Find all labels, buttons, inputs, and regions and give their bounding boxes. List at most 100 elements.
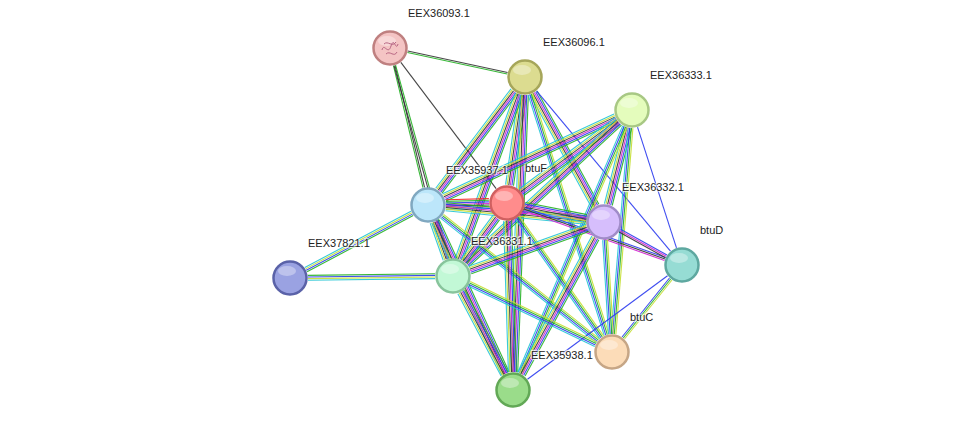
evidence-line bbox=[393, 66, 423, 188]
node-disc bbox=[491, 187, 524, 220]
evidence-line bbox=[523, 123, 619, 195]
interaction-edge bbox=[518, 236, 599, 376]
interaction-edge bbox=[619, 229, 667, 257]
gloss-highlight bbox=[620, 98, 638, 108]
interaction-edge bbox=[407, 51, 507, 74]
evidence-line bbox=[511, 95, 522, 372]
evidence-line bbox=[470, 227, 587, 269]
evidence-line bbox=[471, 232, 588, 274]
interaction-edge bbox=[458, 290, 508, 376]
evidence-line bbox=[470, 283, 597, 343]
gloss-highlight bbox=[501, 378, 519, 388]
node-disc bbox=[497, 374, 530, 407]
evidence-line bbox=[525, 240, 599, 376]
evidence-line bbox=[622, 278, 669, 337]
evidence-line bbox=[620, 231, 666, 257]
node-label: btuD bbox=[700, 224, 723, 236]
protein-circle bbox=[372, 30, 408, 66]
node-label: EEX36093.1 bbox=[408, 7, 470, 19]
protein-circle bbox=[614, 92, 650, 128]
evidence-line bbox=[446, 199, 489, 200]
evidence-line bbox=[510, 95, 521, 372]
gloss-highlight bbox=[416, 193, 434, 203]
evidence-line bbox=[408, 51, 508, 72]
evidence-line bbox=[462, 292, 505, 374]
evidence-line bbox=[438, 91, 513, 190]
evidence-line bbox=[437, 90, 512, 189]
protein-node: btuD bbox=[664, 247, 700, 283]
node-disc bbox=[588, 206, 621, 239]
protein-node: EEX36096.1 bbox=[507, 59, 543, 95]
node-disc bbox=[596, 336, 629, 369]
node-label: EEX36331.1 bbox=[471, 235, 533, 247]
protein-circle bbox=[664, 247, 700, 283]
protein-circle bbox=[489, 185, 525, 221]
evidence-line bbox=[440, 92, 515, 191]
gloss-highlight bbox=[670, 253, 688, 263]
node-label: btuF bbox=[525, 162, 547, 174]
node-label: EEX35938.1 bbox=[531, 349, 593, 361]
evidence-line bbox=[459, 293, 502, 375]
protein-circle bbox=[410, 187, 446, 223]
evidence-line bbox=[525, 207, 587, 219]
evidence-line bbox=[524, 239, 598, 375]
interaction-edge bbox=[469, 224, 589, 273]
evidence-line bbox=[469, 224, 586, 266]
gloss-highlight bbox=[378, 36, 396, 46]
evidence-line bbox=[470, 229, 587, 271]
node-disc bbox=[374, 32, 407, 65]
evidence-line bbox=[469, 226, 586, 268]
evidence-line bbox=[307, 216, 413, 272]
gloss-highlight bbox=[513, 65, 531, 75]
protein-node: EEX35938.1 bbox=[495, 372, 531, 408]
node-disc bbox=[509, 61, 542, 94]
evidence-line bbox=[623, 279, 670, 338]
evidence-line bbox=[519, 237, 593, 373]
evidence-line bbox=[305, 211, 411, 267]
gloss-highlight bbox=[278, 266, 296, 276]
evidence-line bbox=[527, 276, 667, 380]
gloss-highlight bbox=[441, 264, 459, 274]
protein-node: EEX37821.1 bbox=[272, 260, 308, 296]
evidence-line bbox=[458, 294, 501, 376]
protein-circle bbox=[495, 372, 531, 408]
evidence-line bbox=[518, 236, 592, 372]
node-label: EEX37821.1 bbox=[308, 237, 370, 249]
protein-circle bbox=[507, 59, 543, 95]
evidence-line bbox=[469, 284, 596, 344]
evidence-line bbox=[446, 200, 489, 201]
interaction-edge bbox=[393, 65, 424, 187]
gloss-highlight bbox=[592, 210, 610, 220]
protein-node: EEX36331.1 bbox=[435, 258, 471, 294]
evidence-line bbox=[471, 230, 588, 272]
evidence-line bbox=[470, 282, 597, 342]
protein-circle bbox=[586, 204, 622, 240]
protein-node: btuF bbox=[489, 185, 525, 221]
node-label: EEX36096.1 bbox=[543, 36, 605, 48]
protein-node: EEX36332.1 bbox=[586, 204, 622, 240]
evidence-line bbox=[525, 206, 587, 218]
evidence-line bbox=[308, 279, 435, 281]
node-label: EEX36333.1 bbox=[650, 69, 712, 81]
interaction-edge bbox=[515, 216, 603, 338]
evidence-line bbox=[306, 213, 412, 269]
interaction-edge bbox=[622, 278, 672, 339]
protein-circle bbox=[594, 334, 630, 370]
evidence-line bbox=[521, 237, 595, 373]
node-disc bbox=[412, 189, 445, 222]
interaction-edge bbox=[308, 274, 435, 280]
gloss-highlight bbox=[495, 191, 513, 201]
evidence-line bbox=[619, 232, 665, 258]
evidence-line bbox=[464, 291, 507, 373]
node-label: EEX35937.1 bbox=[446, 164, 508, 176]
evidence-line bbox=[446, 202, 489, 203]
node-disc bbox=[666, 249, 699, 282]
node-disc bbox=[616, 94, 649, 127]
node-label: btuC bbox=[630, 311, 653, 323]
interaction-edge bbox=[305, 211, 413, 271]
interaction-edge bbox=[468, 282, 597, 347]
structure-icon bbox=[382, 42, 398, 54]
node-disc bbox=[274, 262, 307, 295]
